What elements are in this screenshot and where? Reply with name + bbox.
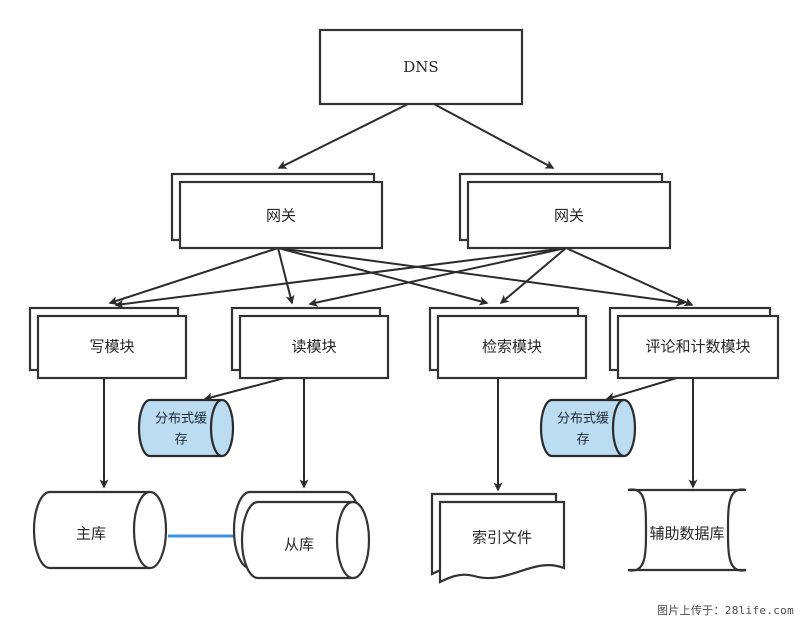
node-write-module[interactable]: 写模块 [28,306,188,380]
node-cache-left[interactable]: 分布式缓 存 [137,398,235,458]
edge-layer [99,103,698,541]
node-search-module[interactable]: 检索模块 [428,306,588,380]
node-read-module-label: 读模块 [291,338,336,356]
node-slave-db[interactable]: 从库 [232,490,371,580]
edge-gateway-right-to-comment-module [565,247,694,307]
edge-gateway-left-to-search-module [277,247,489,306]
node-cache-left-label-line1: 分布式缓 [155,412,207,427]
edge-gateway-right-to-write-module [114,247,567,309]
node-aux-db-label: 辅助数据库 [649,525,724,543]
node-comment-module[interactable]: 评论和计数模块 [608,306,780,380]
node-search-module-label: 检索模块 [482,338,542,356]
node-gateway-left-label: 网关 [266,207,296,225]
edge-gateway-right-to-read-module [308,247,567,307]
node-gateway-left[interactable]: 网关 [170,172,384,250]
watermark-text: 图片上传于：28life.com [656,604,794,617]
node-slave-db-label: 从库 [284,536,314,554]
edge-dns-to-gateway-left [277,103,409,169]
node-aux-db[interactable]: 辅助数据库 [627,488,747,572]
node-cache-right[interactable]: 分布式缓 存 [539,398,637,458]
edge-dns-to-gateway-right [433,103,555,169]
node-comment-module-label: 评论和计数模块 [645,338,750,356]
node-cache-left-label-line2: 存 [174,433,187,448]
node-index-file-label: 索引文件 [472,529,532,547]
node-master-db-label: 主库 [76,525,106,543]
node-cache-right-label-line2: 存 [576,433,589,448]
edge-gateway-right-to-search-module [499,247,567,304]
node-index-file[interactable]: 索引文件 [430,492,566,584]
node-master-db[interactable]: 主库 [32,490,168,570]
node-gateway-right-label: 网关 [554,207,584,225]
node-dns[interactable]: DNS [318,28,524,106]
node-cache-right-label-line1: 分布式缓 [557,412,609,427]
edge-gateway-left-to-write-module [108,247,279,305]
node-gateway-right[interactable]: 网关 [458,172,672,250]
node-write-module-label: 写模块 [89,338,134,356]
edge-gateway-left-to-read-module [277,247,295,305]
edge-gateway-left-to-comment-module [277,247,686,307]
node-read-module[interactable]: 读模块 [230,306,390,380]
node-dns-label: DNS [403,58,438,76]
